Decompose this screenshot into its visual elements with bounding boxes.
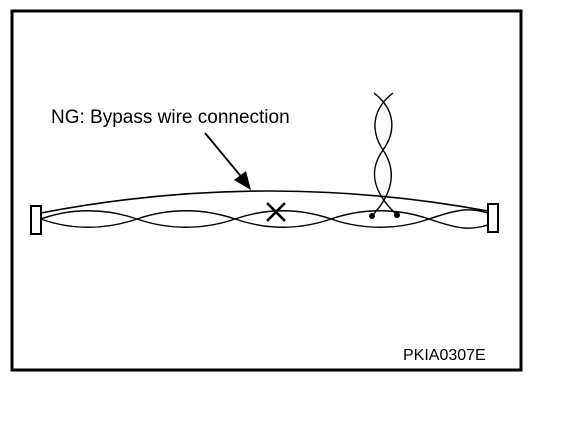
diagram-frame: [10, 9, 523, 372]
bypass-wire: [40, 190, 489, 214]
splice-dot-icon: [369, 213, 375, 219]
leader-arrowhead: [234, 171, 251, 190]
left-connector: [30, 205, 42, 235]
branch-strand-b: [373, 92, 398, 216]
right-connector: [487, 203, 499, 233]
twisted-pair-strand-a: [40, 209, 489, 228]
splice-dot-icon: [394, 212, 400, 218]
leader-line: [204, 132, 245, 181]
twisted-pair-strand-b: [40, 210, 489, 229]
annotation-label: NG: Bypass wire connection: [51, 107, 290, 128]
figure-code: PKIA0307E: [403, 347, 486, 364]
x-mark-icon: [266, 202, 286, 222]
